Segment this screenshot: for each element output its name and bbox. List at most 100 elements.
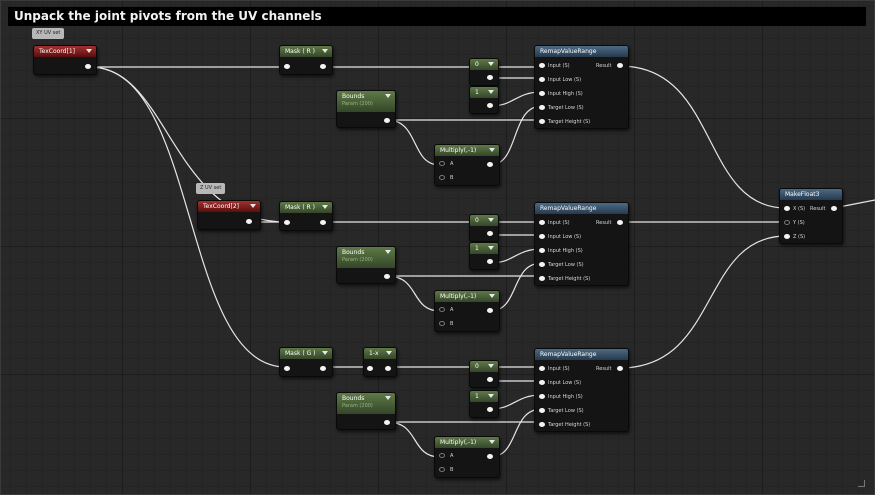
chevron-down-icon[interactable]	[489, 148, 495, 152]
input-high-pin[interactable]	[539, 394, 545, 399]
chevron-down-icon[interactable]	[322, 205, 328, 209]
bounds-title: Bounds	[342, 249, 365, 256]
xy-uv-set-label[interactable]: XY UV set	[32, 28, 65, 39]
output-pin[interactable]	[384, 118, 390, 123]
texcoord1-node[interactable]: TexCoord[1]	[33, 45, 97, 75]
mask-r-node[interactable]: Mask ( R )	[279, 201, 333, 231]
output-pin[interactable]	[487, 259, 493, 264]
result-pin[interactable]	[617, 63, 623, 68]
input-pin-b[interactable]	[439, 175, 445, 180]
input-low-pin[interactable]	[539, 77, 545, 82]
multiply-node[interactable]: Multiply(,-1) A B	[434, 144, 500, 186]
target-low-pin[interactable]	[539, 262, 545, 267]
output-pin[interactable]	[320, 64, 326, 69]
result-pin[interactable]	[831, 206, 837, 211]
input-pin-a[interactable]	[439, 161, 445, 166]
input-pin[interactable]	[539, 366, 545, 371]
output-pin[interactable]	[85, 64, 91, 69]
constant-zero-node[interactable]: 0	[469, 214, 499, 242]
resize-handle-icon[interactable]	[858, 480, 865, 487]
output-pin[interactable]	[487, 75, 493, 80]
remap-value-range-node[interactable]: RemapValueRange Input (S) Input Low (S) …	[534, 45, 629, 129]
input-pin[interactable]	[284, 64, 290, 69]
remap-value-range-node[interactable]: RemapValueRange Input (S) Input Low (S) …	[534, 202, 629, 286]
chevron-down-icon[interactable]	[86, 49, 92, 53]
constant-one-node[interactable]: 1	[469, 86, 499, 114]
multiply-node[interactable]: Multiply(,-1) A B	[434, 436, 500, 478]
one-minus-node[interactable]: 1-x	[363, 347, 397, 377]
chevron-down-icon[interactable]	[385, 250, 391, 254]
chevron-down-icon[interactable]	[488, 90, 494, 94]
x-pin[interactable]	[784, 206, 790, 211]
target-height-pin[interactable]	[539, 422, 545, 427]
output-pin[interactable]	[487, 407, 493, 412]
z-pin[interactable]	[784, 234, 790, 239]
chevron-down-icon[interactable]	[385, 396, 391, 400]
chevron-down-icon[interactable]	[322, 351, 328, 355]
target-height-pin[interactable]	[539, 276, 545, 281]
texcoord2-node[interactable]: TexCoord[2]	[197, 200, 261, 230]
comment-box-header[interactable]: Unpack the joint pivots from the UV chan…	[8, 7, 866, 26]
input-pin[interactable]	[539, 220, 545, 225]
make-float3-node[interactable]: MakeFloat3 X (S) Y (S) Z (S) Result	[779, 188, 843, 244]
target-height-pin[interactable]	[539, 119, 545, 124]
output-pin[interactable]	[487, 454, 493, 459]
chevron-down-icon[interactable]	[385, 94, 391, 98]
remap-value-range-node[interactable]: RemapValueRange Input (S) Input Low (S) …	[534, 348, 629, 432]
input-pin-b[interactable]	[439, 467, 445, 472]
input-pin-b[interactable]	[439, 321, 445, 326]
input-pin-a[interactable]	[439, 453, 445, 458]
remap-title: RemapValueRange	[540, 48, 597, 55]
input-pin[interactable]	[539, 63, 545, 68]
target-low-pin[interactable]	[539, 105, 545, 110]
chevron-down-icon[interactable]	[250, 204, 256, 208]
mask-r-title: Mask ( R )	[285, 204, 316, 211]
chevron-down-icon[interactable]	[488, 62, 494, 66]
output-pin[interactable]	[487, 162, 493, 167]
input-high-pin[interactable]	[539, 248, 545, 253]
chevron-down-icon[interactable]	[488, 246, 494, 250]
output-pin[interactable]	[320, 220, 326, 225]
chevron-down-icon[interactable]	[322, 49, 328, 53]
input-pin[interactable]	[284, 366, 290, 371]
input-low-pin[interactable]	[539, 234, 545, 239]
constant-one-node[interactable]: 1	[469, 242, 499, 270]
constant-zero-node[interactable]: 0	[469, 58, 499, 86]
chevron-down-icon[interactable]	[488, 364, 494, 368]
mask-g-node[interactable]: Mask ( G )	[279, 347, 333, 377]
result-pin[interactable]	[617, 366, 623, 371]
constant-one-node[interactable]: 1	[469, 390, 499, 418]
y-pin[interactable]	[784, 220, 790, 225]
constant-value: 1	[475, 245, 479, 252]
output-pin[interactable]	[246, 219, 252, 224]
input-low-pin[interactable]	[539, 380, 545, 385]
constant-zero-node[interactable]: 0	[469, 360, 499, 388]
constant-value: 0	[475, 363, 479, 370]
input-pin[interactable]	[284, 220, 290, 225]
output-pin[interactable]	[384, 420, 390, 425]
input-high-pin[interactable]	[539, 91, 545, 96]
output-pin[interactable]	[487, 377, 493, 382]
mask-r-node[interactable]: Mask ( R )	[279, 45, 333, 75]
output-pin[interactable]	[487, 103, 493, 108]
chevron-down-icon[interactable]	[489, 440, 495, 444]
input-pin[interactable]	[367, 366, 373, 371]
chevron-down-icon[interactable]	[488, 394, 494, 398]
z-uv-set-label[interactable]: Z UV set	[196, 183, 226, 194]
output-pin[interactable]	[385, 366, 391, 371]
multiply-node[interactable]: Multiply(,-1) A B	[434, 290, 500, 332]
input-pin-a[interactable]	[439, 307, 445, 312]
output-pin[interactable]	[384, 274, 390, 279]
output-pin[interactable]	[320, 366, 326, 371]
output-pin[interactable]	[487, 231, 493, 236]
target-low-pin[interactable]	[539, 408, 545, 413]
result-pin[interactable]	[617, 220, 623, 225]
chevron-down-icon[interactable]	[489, 294, 495, 298]
chevron-down-icon[interactable]	[386, 351, 392, 355]
output-pin[interactable]	[487, 308, 493, 313]
chevron-down-icon[interactable]	[488, 218, 494, 222]
